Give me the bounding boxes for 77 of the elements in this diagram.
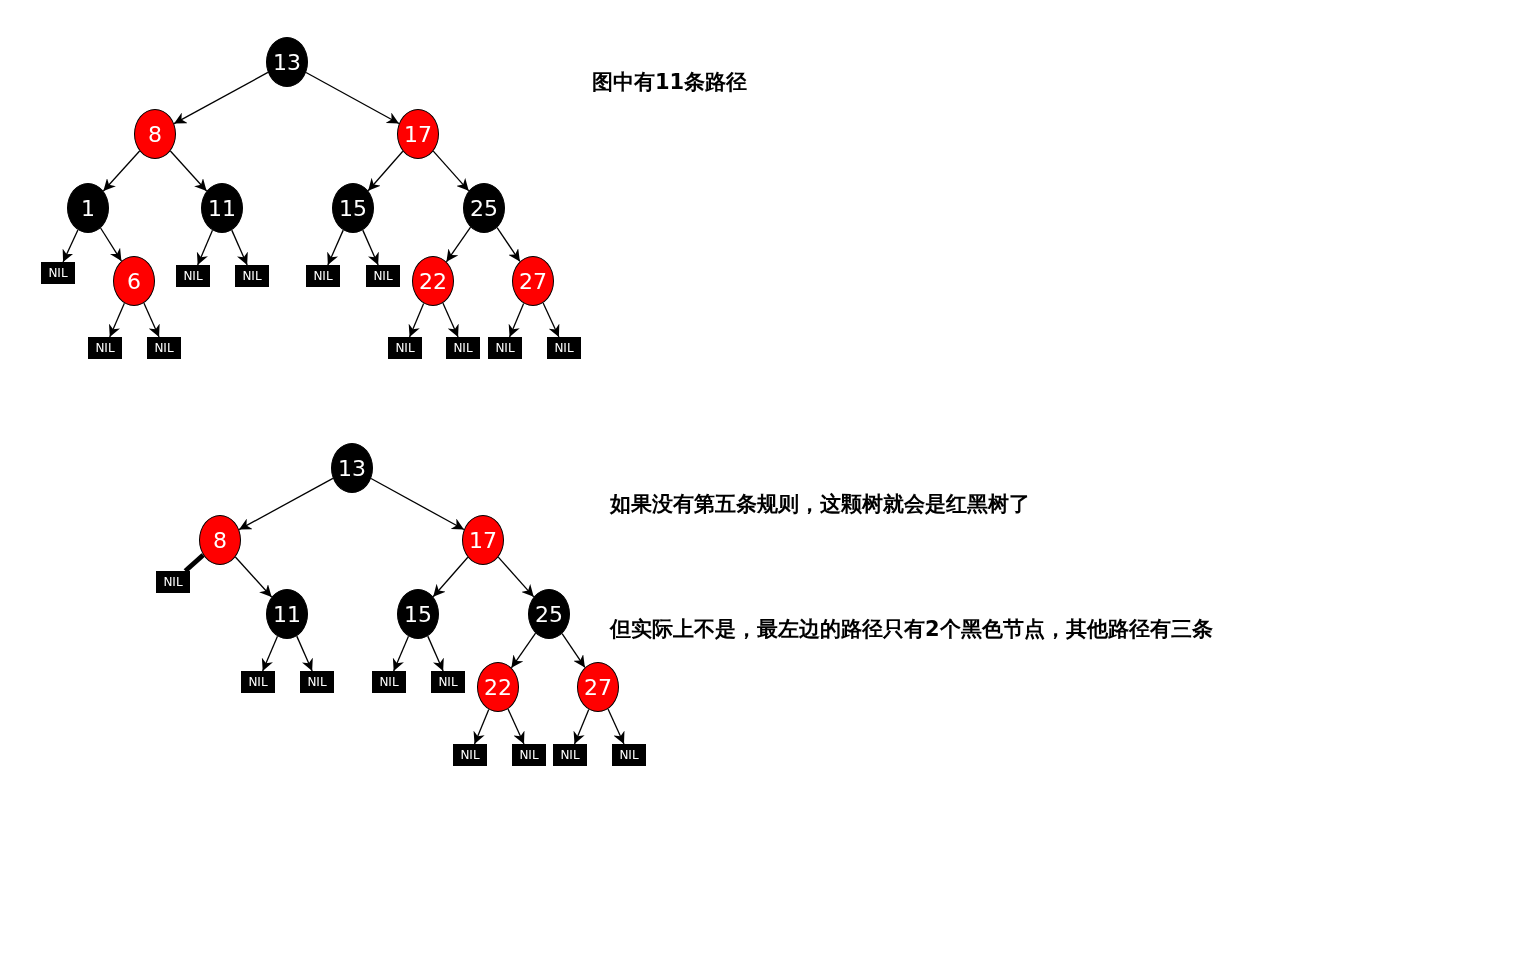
tree-node: 8 (199, 515, 241, 565)
arrow (99, 227, 123, 262)
tree-node: 22 (412, 256, 454, 306)
nil-leaf-box: NIL (431, 671, 465, 693)
arrow (507, 708, 525, 745)
nil-leaf-box: NIL (388, 337, 422, 359)
arrow (173, 71, 269, 125)
arrow (362, 229, 379, 266)
tree-node: 15 (332, 183, 374, 233)
nil-leaf-box: NIL (176, 265, 210, 287)
arrow (238, 477, 334, 531)
tree-node: 1 (67, 183, 109, 233)
tree-node: 25 (528, 589, 570, 639)
connector-line (183, 553, 205, 573)
arrow (607, 708, 625, 745)
arrow (234, 556, 273, 598)
nil-leaf-box: NIL (612, 744, 646, 766)
annotation-text: 如果没有第五条规则，这颗树就会是红黑树了 (610, 491, 1030, 518)
arrow (62, 229, 79, 263)
arrow (367, 150, 404, 192)
tree-node: 22 (477, 662, 519, 712)
arrow (261, 635, 279, 672)
nil-leaf-box: NIL (446, 337, 480, 359)
arrow (432, 556, 469, 598)
nil-leaf-box: NIL (241, 671, 275, 693)
arrow (427, 635, 444, 672)
tree-node: 27 (577, 662, 619, 712)
nil-leaf-box: NIL (156, 571, 190, 593)
arrow (497, 556, 535, 598)
nil-leaf-box: NIL (88, 337, 122, 359)
tree-node: 15 (397, 589, 439, 639)
tree-node: 17 (397, 109, 439, 159)
arrow (305, 71, 400, 125)
arrow (196, 229, 214, 266)
nil-leaf-box: NIL (41, 262, 75, 284)
tree-node: 6 (113, 256, 155, 306)
arrow (561, 632, 586, 669)
nil-leaf-box: NIL (306, 265, 340, 287)
nil-leaf-box: NIL (512, 744, 546, 766)
arrow (445, 226, 472, 263)
nil-leaf-box: NIL (366, 265, 400, 287)
arrow (392, 635, 410, 672)
tree-node: 17 (462, 515, 504, 565)
tree-node: 27 (512, 256, 554, 306)
tree-node: 13 (331, 443, 373, 493)
tree-node: 25 (463, 183, 505, 233)
arrow (370, 477, 465, 531)
annotation-text: 但实际上不是，最左边的路径只有2个黑色节点，其他路径有三条 (610, 616, 1213, 643)
arrow (508, 302, 525, 338)
nil-leaf-box: NIL (453, 744, 487, 766)
tree-node: 13 (266, 37, 308, 87)
arrow (327, 229, 344, 266)
nil-leaf-box: NIL (300, 671, 334, 693)
arrow (296, 635, 313, 672)
arrow (143, 302, 160, 338)
arrow (408, 302, 425, 338)
nil-leaf-box: NIL (147, 337, 181, 359)
nil-leaf-box: NIL (488, 337, 522, 359)
arrow (109, 302, 126, 338)
nil-leaf-box: NIL (372, 671, 406, 693)
arrow (231, 229, 248, 266)
tree-node: 11 (201, 183, 243, 233)
arrow (432, 150, 470, 192)
arrow (473, 708, 490, 745)
arrow (510, 632, 537, 669)
nil-leaf-box: NIL (547, 337, 581, 359)
nil-leaf-box: NIL (553, 744, 587, 766)
arrow (573, 708, 590, 745)
annotation-text: 图中有11条路径 (592, 69, 748, 96)
tree-node: 11 (266, 589, 308, 639)
arrow (442, 302, 459, 338)
arrow (169, 150, 208, 192)
tree-node: 8 (134, 109, 176, 159)
arrow (102, 150, 141, 192)
arrow (542, 302, 560, 338)
nil-leaf-box: NIL (235, 265, 269, 287)
arrow (496, 226, 521, 263)
